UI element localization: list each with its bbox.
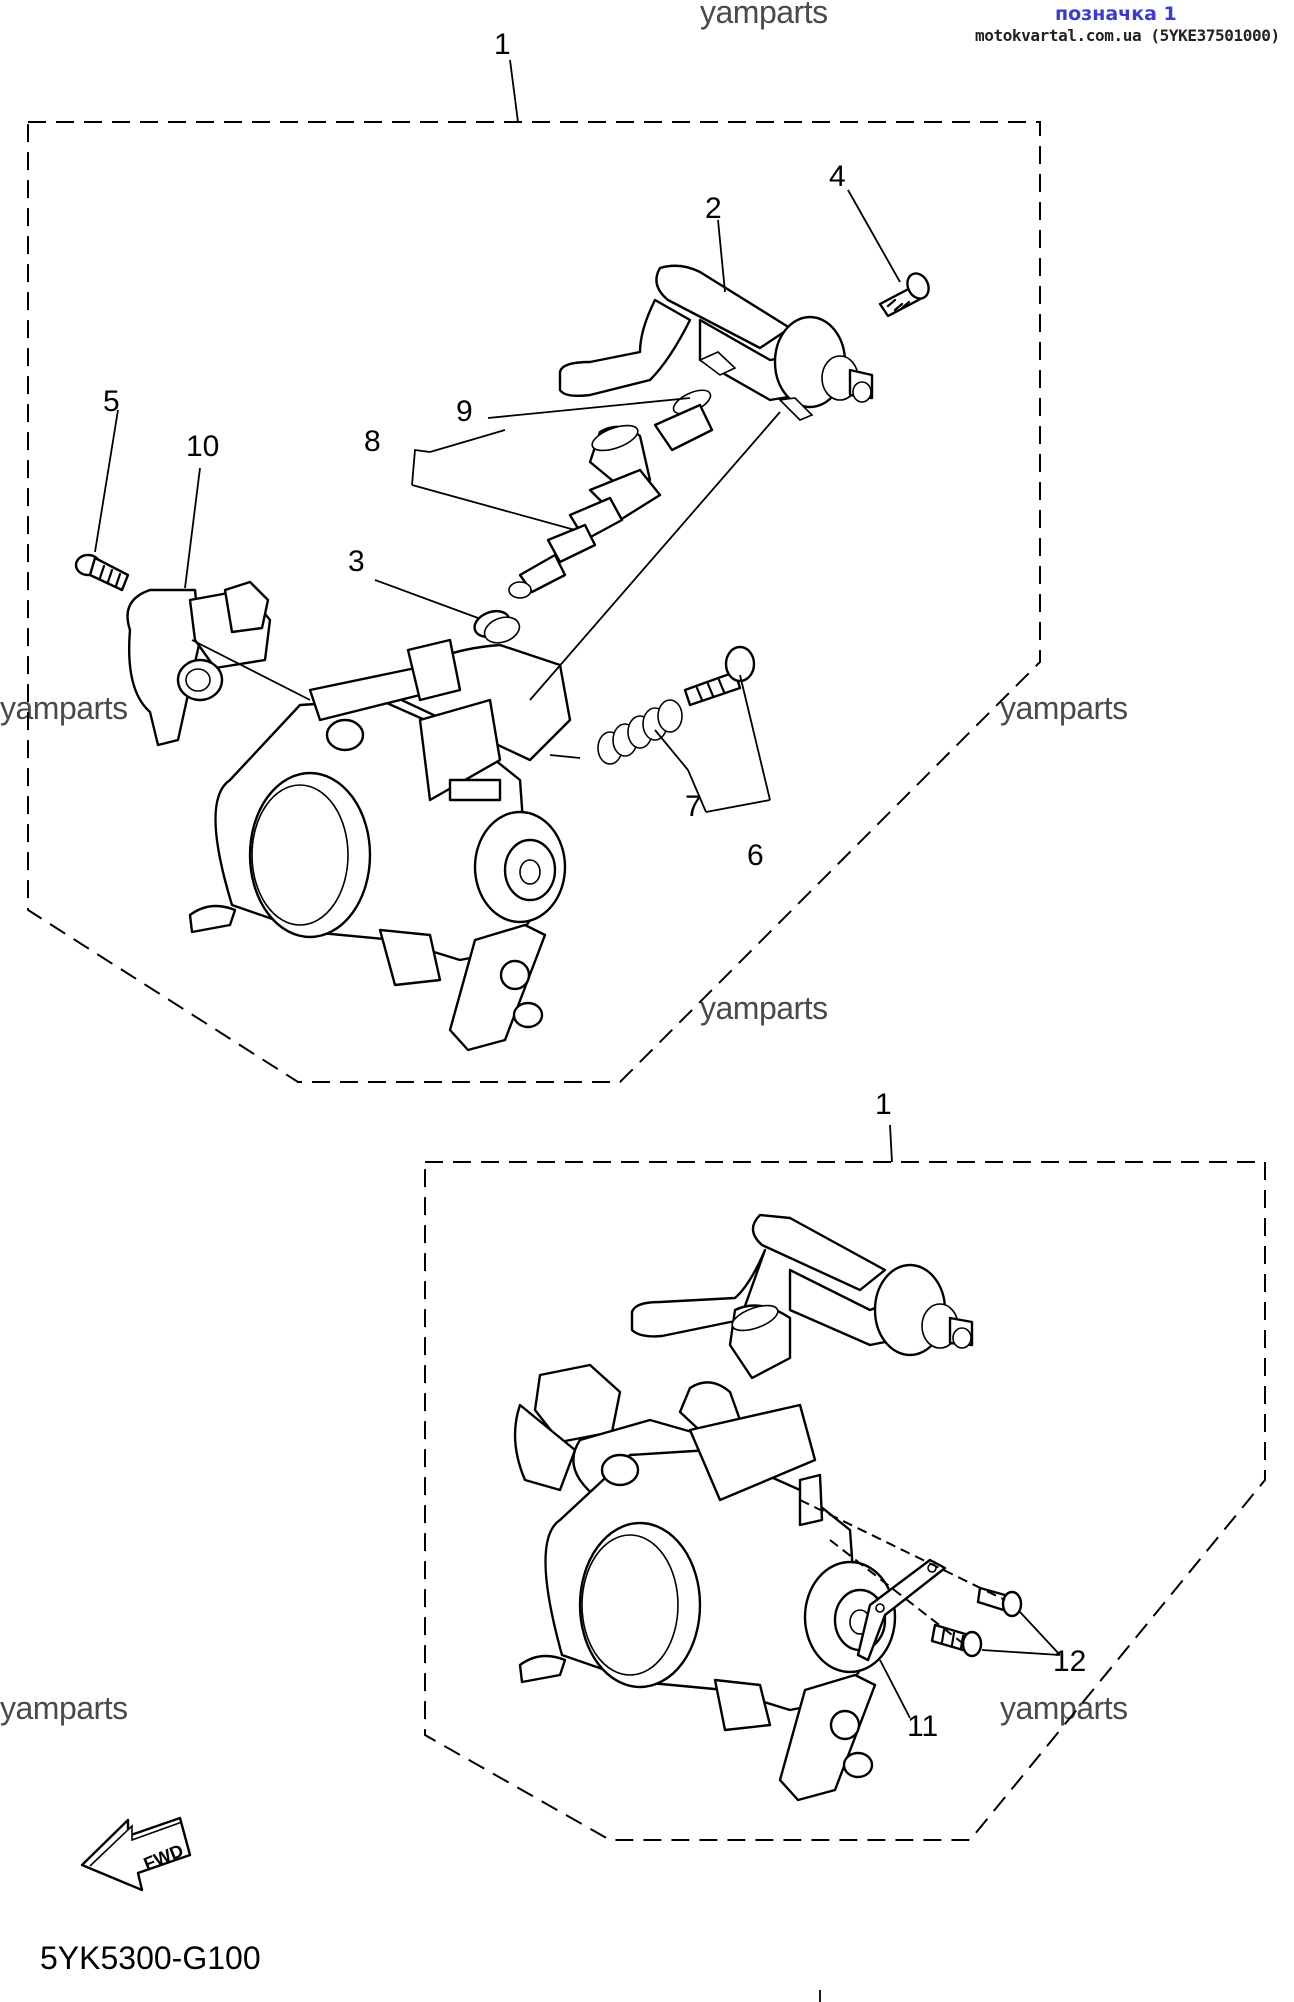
- callout-1-bottom: 1: [875, 1088, 892, 1121]
- callout-4: 4: [829, 160, 846, 193]
- bracket-part-11: [856, 1558, 947, 1662]
- callout-9: 9: [456, 395, 473, 428]
- watermark-top: yamparts: [700, 0, 828, 30]
- throttle-body-lower: [513, 1213, 974, 1802]
- diagram-code: 5YK5300-G100: [40, 1940, 261, 1976]
- callout-12: 12: [1053, 1645, 1087, 1678]
- screw-part-12b: [930, 1623, 983, 1658]
- screw-part-12a: [976, 1586, 1023, 1618]
- seal-part-3: [473, 609, 521, 644]
- upper-assembly-outline: [27, 121, 1041, 1083]
- callout-5: 5: [103, 385, 120, 418]
- watermark-right-upper: yamparts: [1000, 690, 1128, 726]
- callout-3: 3: [348, 545, 365, 578]
- screw-part-5: [74, 553, 130, 592]
- header-subtitle: motokvartal.com.ua (5YKE37501000): [975, 26, 1280, 45]
- callout-11: 11: [907, 1710, 939, 1743]
- callout-8: 8: [364, 425, 381, 458]
- callout-6: 6: [747, 839, 764, 872]
- header-title: позначка 1: [1055, 3, 1177, 25]
- throttle-sensor-part-10: [126, 580, 272, 747]
- spring-part-7: [597, 699, 683, 765]
- watermark-middle: yamparts: [700, 990, 828, 1026]
- injector-part-8: [508, 403, 714, 599]
- callout-1-top: 1: [494, 28, 511, 61]
- lower-assembly-outline: [424, 1161, 1266, 1841]
- callout-10: 10: [186, 430, 220, 463]
- fuel-rail-part: [558, 264, 874, 421]
- watermark-left-upper: yamparts: [0, 690, 128, 726]
- throttle-body-upper: [188, 638, 572, 1052]
- screw-part-6: [683, 645, 756, 707]
- callout-7: 7: [685, 790, 702, 823]
- watermark-right-lower: yamparts: [1000, 1690, 1128, 1726]
- screw-part-4: [878, 272, 930, 318]
- callout-2: 2: [705, 192, 722, 225]
- fwd-arrow-icon: [80, 1816, 192, 1892]
- watermark-left-lower: yamparts: [0, 1690, 128, 1726]
